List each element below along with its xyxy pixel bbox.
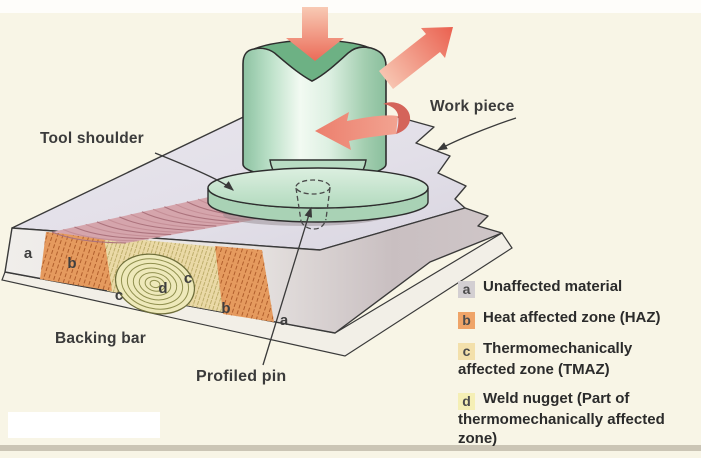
- profiled-pin-label: Profiled pin: [196, 368, 287, 385]
- profiled-pin-outline: [295, 179, 331, 230]
- arrows: [286, 7, 453, 150]
- blank-patch: [8, 412, 160, 438]
- zone-letter-a-right: a: [280, 312, 289, 329]
- legend-swatch-d: d: [458, 393, 475, 410]
- legend-text-d: Weld nugget (Part of thermomechanically …: [458, 390, 665, 447]
- top-margin: [0, 0, 701, 13]
- weld-nugget: [114, 253, 196, 315]
- legend-swatch-a: a: [458, 281, 475, 298]
- leader-lines: [154, 117, 517, 366]
- welding-tool: [207, 39, 429, 223]
- legend-swatch-b: b: [458, 312, 475, 329]
- work-piece-label: Work piece: [430, 98, 515, 115]
- work-piece-leader: [436, 117, 517, 151]
- rotation-arrow: [315, 112, 398, 150]
- legend-text-b: Heat affected zone (HAZ): [483, 309, 661, 326]
- rotation-arrow-curl: [383, 102, 411, 134]
- zone-letter-c-right: c: [184, 270, 192, 287]
- zone-legend: a Unaffected material b Heat affected zone…: [458, 277, 696, 458]
- legend-text-c: Thermomechanically affected zone (TMAZ): [458, 340, 633, 378]
- down-force-arrow: [286, 7, 344, 61]
- zone-letter-group: a b c d c b a: [24, 245, 289, 329]
- tool-shoulder-label: Tool shoulder: [40, 130, 144, 147]
- zone-letter-b-right: b: [221, 300, 230, 317]
- backing-bar-label: Backing bar: [55, 330, 146, 347]
- legend-text-a: Unaffected material: [483, 278, 623, 295]
- travel-direction-arrow: [379, 27, 453, 89]
- tool-shoulder-leader: [154, 152, 234, 191]
- tool-top-surface: [253, 39, 371, 82]
- profiled-pin-leader: [262, 206, 313, 366]
- bottom-edge: [0, 445, 701, 451]
- zone-letter-b-left: b: [67, 255, 76, 272]
- legend-item-haz: b Heat affected zone (HAZ): [458, 308, 696, 329]
- zone-letter-d: d: [158, 280, 167, 297]
- shoulder-disc-top: [207, 167, 429, 209]
- zone-letter-c-left: c: [115, 287, 123, 304]
- zone-letter-a-left: a: [24, 245, 33, 262]
- legend-swatch-c: c: [458, 343, 475, 360]
- cross-section-zones: [40, 232, 274, 322]
- legend-item-unaffected: a Unaffected material: [458, 277, 696, 298]
